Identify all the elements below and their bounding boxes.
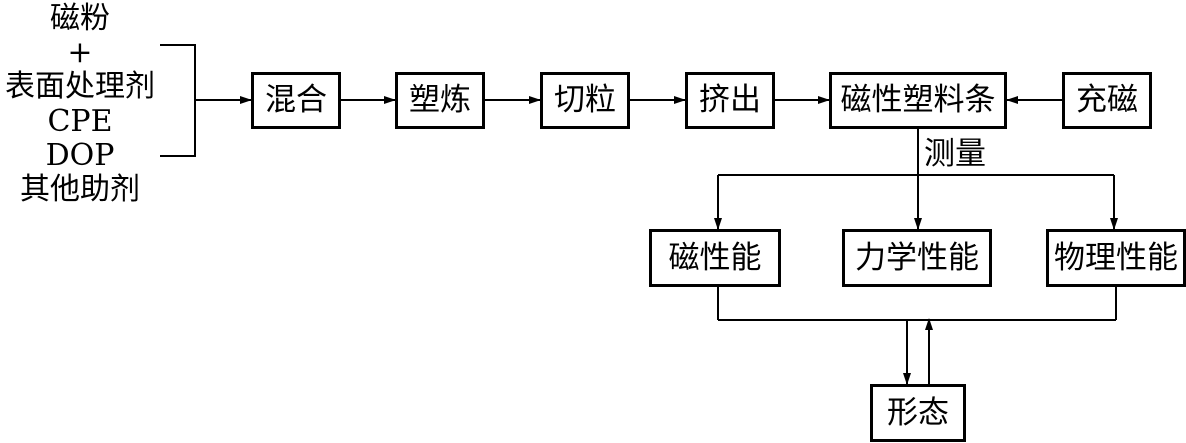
property-physical: 物理性能: [1046, 229, 1186, 287]
input-surface-agent: 表面处理剂: [5, 69, 155, 105]
input-plus: +: [67, 35, 93, 71]
morphology-box: 形态: [870, 384, 966, 442]
property-magnetic: 磁性能: [649, 229, 781, 287]
input-materials: 磁粉 + 表面处理剂 CPE DOP 其他助剂: [0, 1, 160, 207]
step-magnetic-plastic-strip: 磁性塑料条: [829, 72, 1007, 129]
property-mechanical: 力学性能: [842, 229, 992, 287]
measure-label: 测量: [924, 136, 986, 172]
input-dop: DOP: [45, 137, 115, 173]
step-plasticize: 塑炼: [395, 72, 485, 129]
step-mix: 混合: [251, 72, 341, 129]
input-magnetic-powder: 磁粉: [50, 1, 110, 36]
input-cpe: CPE: [47, 103, 113, 139]
input-bracket: [160, 44, 196, 157]
step-extrude: 挤出: [685, 72, 775, 129]
step-pelletize: 切粒: [540, 72, 630, 129]
step-magnetize: 充磁: [1062, 72, 1152, 129]
input-other-additives: 其他助剂: [20, 171, 140, 207]
